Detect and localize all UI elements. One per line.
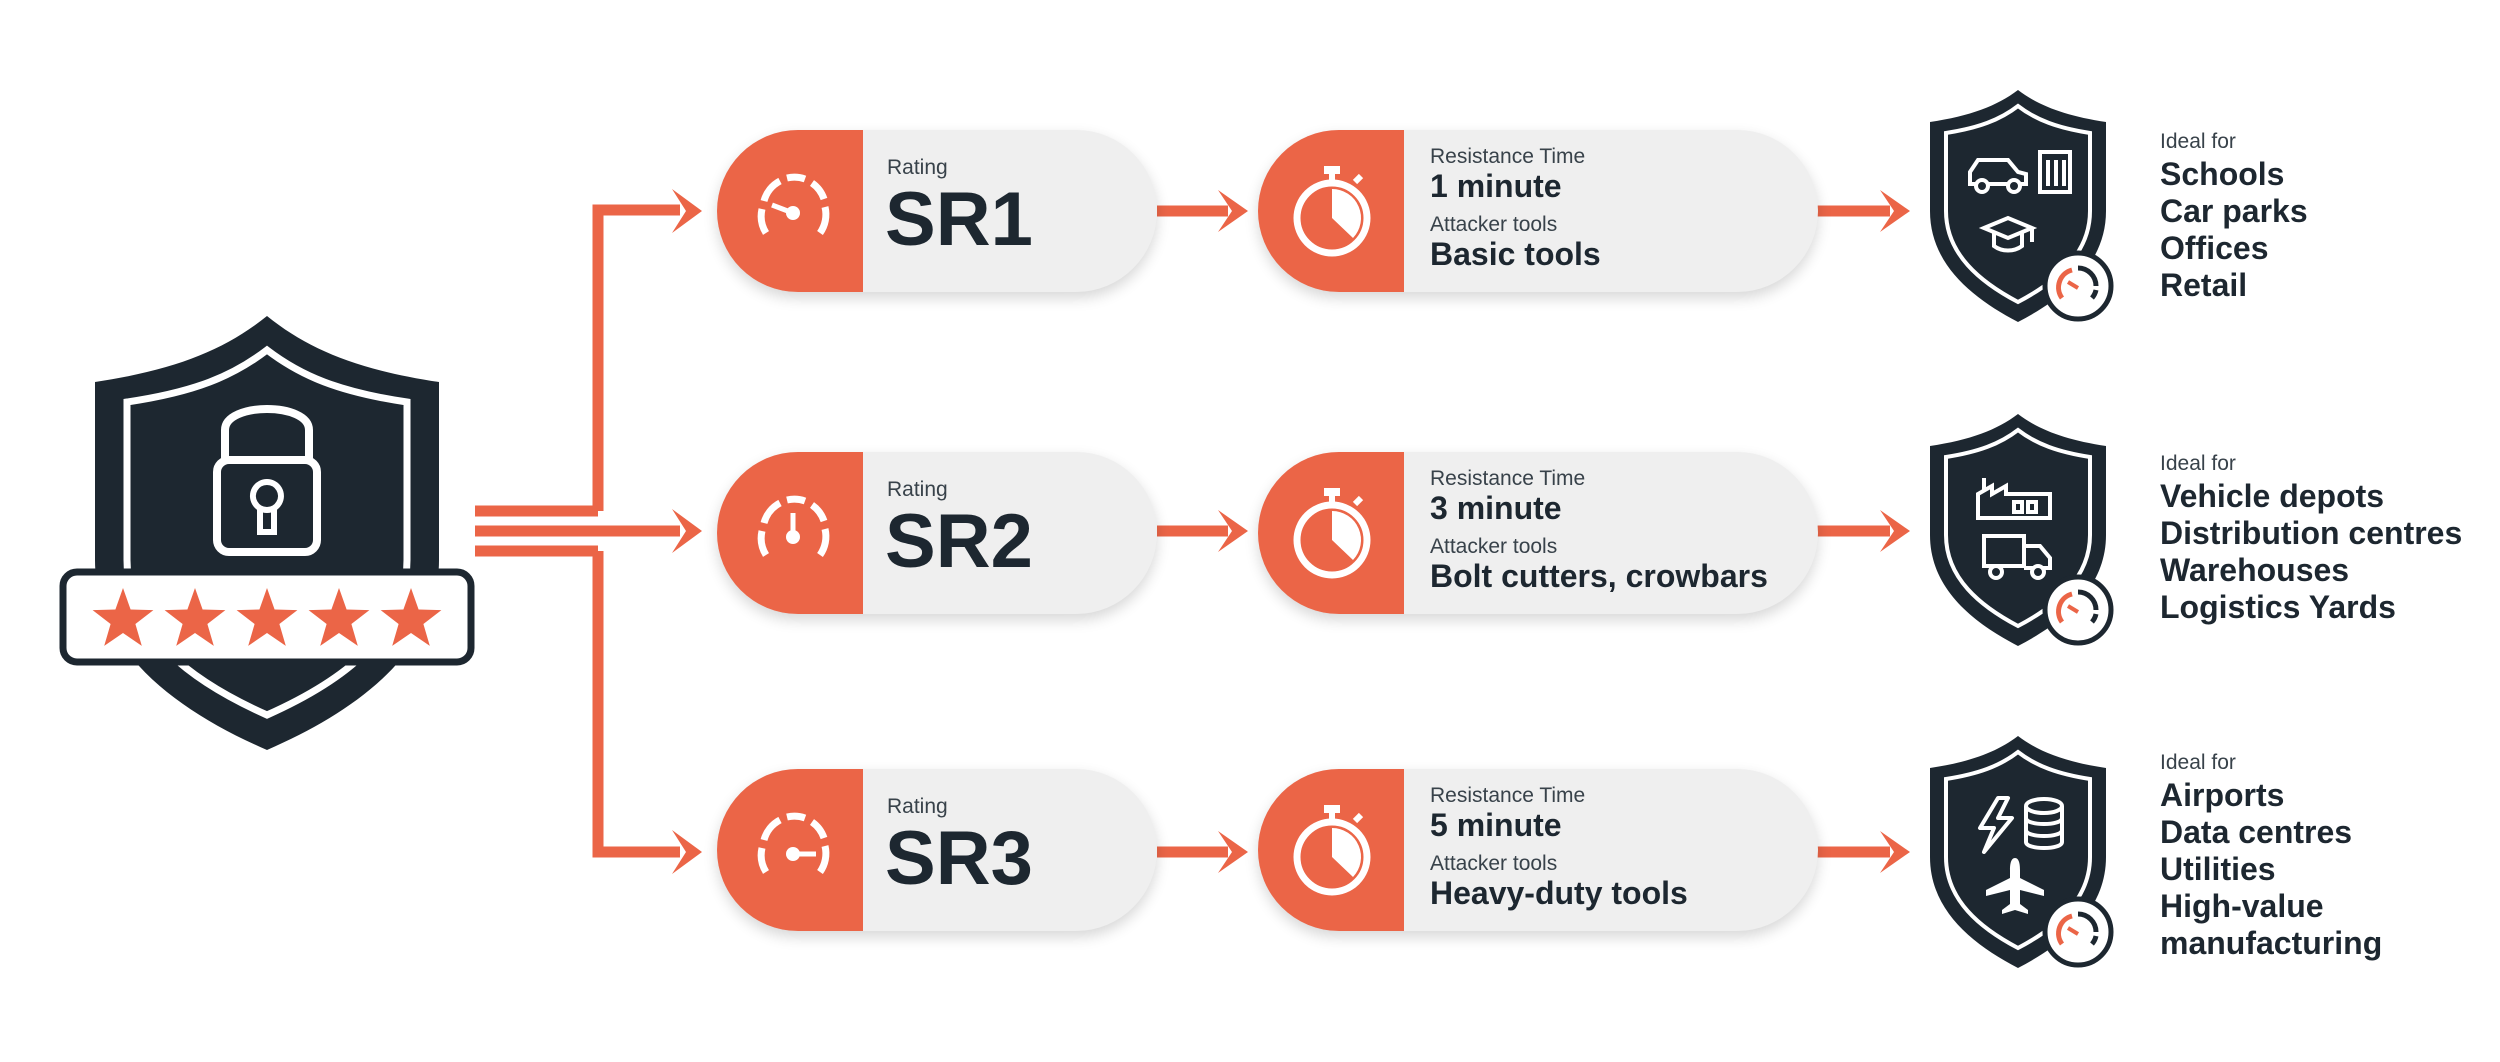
star-rating <box>92 588 442 646</box>
info-pill-sr2: Resistance Time 3 minute Attacker tools … <box>1258 452 1818 614</box>
arrowhead-sr2 <box>672 509 702 553</box>
speedometer-icon <box>2056 265 2099 300</box>
resistance-time: 3 minute <box>1430 490 1562 526</box>
arrowhead-sr3 <box>672 830 702 874</box>
rating-label: Rating <box>887 795 948 818</box>
info-pill-sr1: Resistance Time 1 minute Attacker tools … <box>1258 130 1818 292</box>
rating-pill-sr2: Rating SR2 <box>717 452 1157 614</box>
use-case-shield-sr1 <box>1922 86 2132 331</box>
lightning-icon <box>1978 796 2014 854</box>
ideal-item: Data centres <box>2160 814 2353 850</box>
ideal-item: Airports <box>2160 777 2285 813</box>
ideal-item: Retail <box>2160 267 2248 303</box>
ideal-item: Vehicle depots <box>2160 478 2385 514</box>
stopwatch-icon <box>1293 805 1371 896</box>
tools-label: Attacker tools <box>1430 535 1558 558</box>
resistance-time: 1 minute <box>1430 168 1562 204</box>
building-icon <box>2038 150 2072 194</box>
tools-label: Attacker tools <box>1430 213 1558 236</box>
rating-label: Rating <box>887 478 948 501</box>
ideal-item: Car parks <box>2160 193 2308 229</box>
resistance-time: 5 minute <box>1430 807 1562 843</box>
rating-value: SR2 <box>885 499 1033 584</box>
ideal-for-list-sr3: Ideal for Airports Data centres Utilitie… <box>2160 752 2382 962</box>
speedometer-icon <box>757 173 830 236</box>
branch-sr3 <box>592 551 680 858</box>
rating-value: SR3 <box>885 816 1033 901</box>
star-icon <box>92 588 154 646</box>
airplane-icon <box>1986 858 2044 914</box>
ideal-item: Warehouses <box>2160 552 2350 588</box>
ideal-item: High-value <box>2160 888 2324 924</box>
attacker-tools: Heavy-duty tools <box>1430 875 1688 911</box>
tools-label: Attacker tools <box>1430 852 1558 875</box>
ideal-item: Utilities <box>2160 851 2276 887</box>
ideal-item: Schools <box>2160 156 2285 192</box>
branch-sr1 <box>592 204 680 511</box>
rating-pill-sr3: Rating SR3 <box>717 769 1157 931</box>
ideal-for-label: Ideal for <box>2160 751 2236 774</box>
stopwatch-icon <box>1293 166 1371 257</box>
main-shield <box>55 310 480 755</box>
truck-icon <box>1982 534 2052 580</box>
ideal-item: manufacturing <box>2160 925 2383 961</box>
ideal-item: Distribution centres <box>2160 515 2463 551</box>
stopwatch-icon <box>1293 488 1371 579</box>
ideal-item: Logistics Yards <box>2160 589 2396 625</box>
use-case-shield-sr3 <box>1922 732 2132 977</box>
arrowhead-sr1 <box>672 189 702 233</box>
star-icon <box>164 588 226 646</box>
resistance-label: Resistance Time <box>1430 145 1586 168</box>
car-icon <box>1968 158 2028 194</box>
database-icon <box>2024 797 2064 850</box>
speedometer-icon <box>757 812 830 875</box>
ideal-for-list-sr2: Ideal for Vehicle depots Distribution ce… <box>2160 453 2462 626</box>
star-icon <box>308 588 370 646</box>
use-case-shield-sr2 <box>1922 410 2132 655</box>
ideal-for-label: Ideal for <box>2160 452 2236 475</box>
factory-icon <box>1976 478 2052 520</box>
star-icon <box>236 588 298 646</box>
rating-value: SR1 <box>885 177 1033 262</box>
ideal-for-list-sr1: Ideal for Schools Car parks Offices Reta… <box>2160 131 2308 304</box>
resistance-label: Resistance Time <box>1430 784 1586 807</box>
info-pill-sr3: Resistance Time 5 minute Attacker tools … <box>1258 769 1818 931</box>
speedometer-icon <box>2056 589 2099 624</box>
resistance-label: Resistance Time <box>1430 467 1586 490</box>
rating-pill-sr1: Rating SR1 <box>717 130 1157 292</box>
attacker-tools: Bolt cutters, crowbars <box>1430 558 1768 594</box>
ideal-for-label: Ideal for <box>2160 130 2236 153</box>
star-icon <box>380 588 442 646</box>
attacker-tools: Basic tools <box>1430 236 1601 272</box>
speedometer-icon <box>2056 911 2099 946</box>
graduation-cap-icon <box>1978 215 2038 253</box>
lock-icon <box>213 405 321 556</box>
ideal-item: Offices <box>2160 230 2269 266</box>
speedometer-icon <box>757 495 830 558</box>
rating-label: Rating <box>887 156 948 179</box>
